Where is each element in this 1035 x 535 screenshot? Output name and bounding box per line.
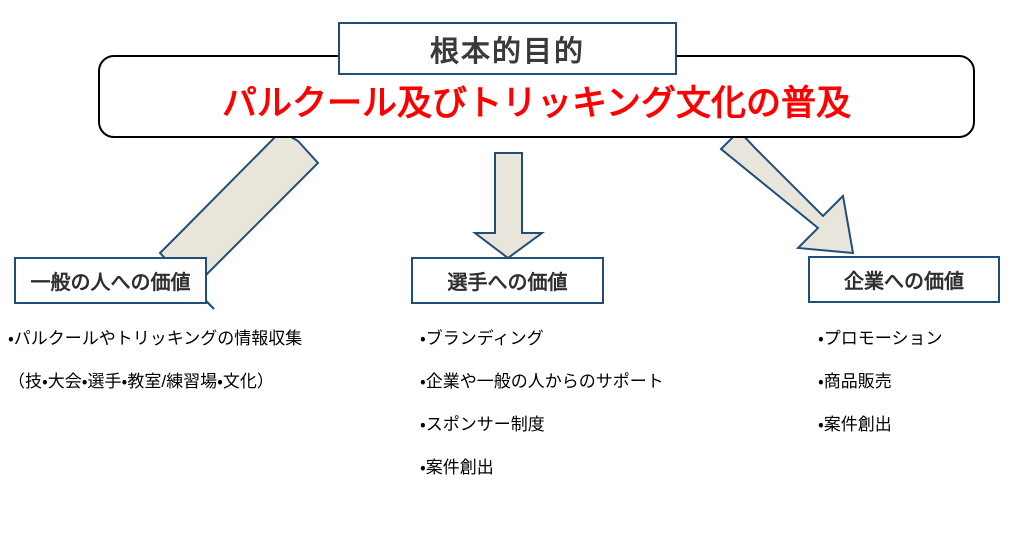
title-box: 根本的目的 [338,22,677,75]
value-box-companies: 企業への価値 [808,256,1000,303]
list-item: （技・大会・選手・教室/練習場・文化） [8,372,274,391]
list-item: ・企業や一般の人からのサポート [420,372,664,391]
value-box-label-athletes: 選手への価値 [447,272,568,294]
bullet-list-general-public: ・パルクールやトリッキングの情報収集 （技・大会・選手・教室/練習場・文化） [8,330,302,390]
bullet-list-companies: ・プロモーション ・商品販売 ・案件創出 [818,330,942,433]
value-box-label-general-public: 一般の人への価値 [30,272,191,294]
value-box-label-companies: 企業への価値 [844,271,964,293]
list-item: ・案件創出 [818,415,892,434]
list-item: ・プロモーション [818,329,943,348]
list-item: ・案件創出 [420,458,494,477]
list-item: ・ブランディング [420,329,544,348]
title-box-label: 根本的目的 [429,35,585,68]
value-box-general-public: 一般の人への価値 [14,257,207,304]
purpose-headline: パルクール及びトリッキング文化の普及 [222,83,851,123]
value-box-athletes: 選手への価値 [411,257,604,304]
bullet-list-athletes: ・ブランディング ・企業や一般の人からのサポート ・スポンサー制度 ・案件創出 [420,330,664,476]
list-item: ・商品販売 [818,372,892,391]
list-item: ・パルクールやトリッキングの情報収集 [8,329,303,348]
arrow-to-companies [719,129,855,255]
list-item: ・スポンサー制度 [420,415,545,434]
arrow-to-athletes [472,152,546,260]
